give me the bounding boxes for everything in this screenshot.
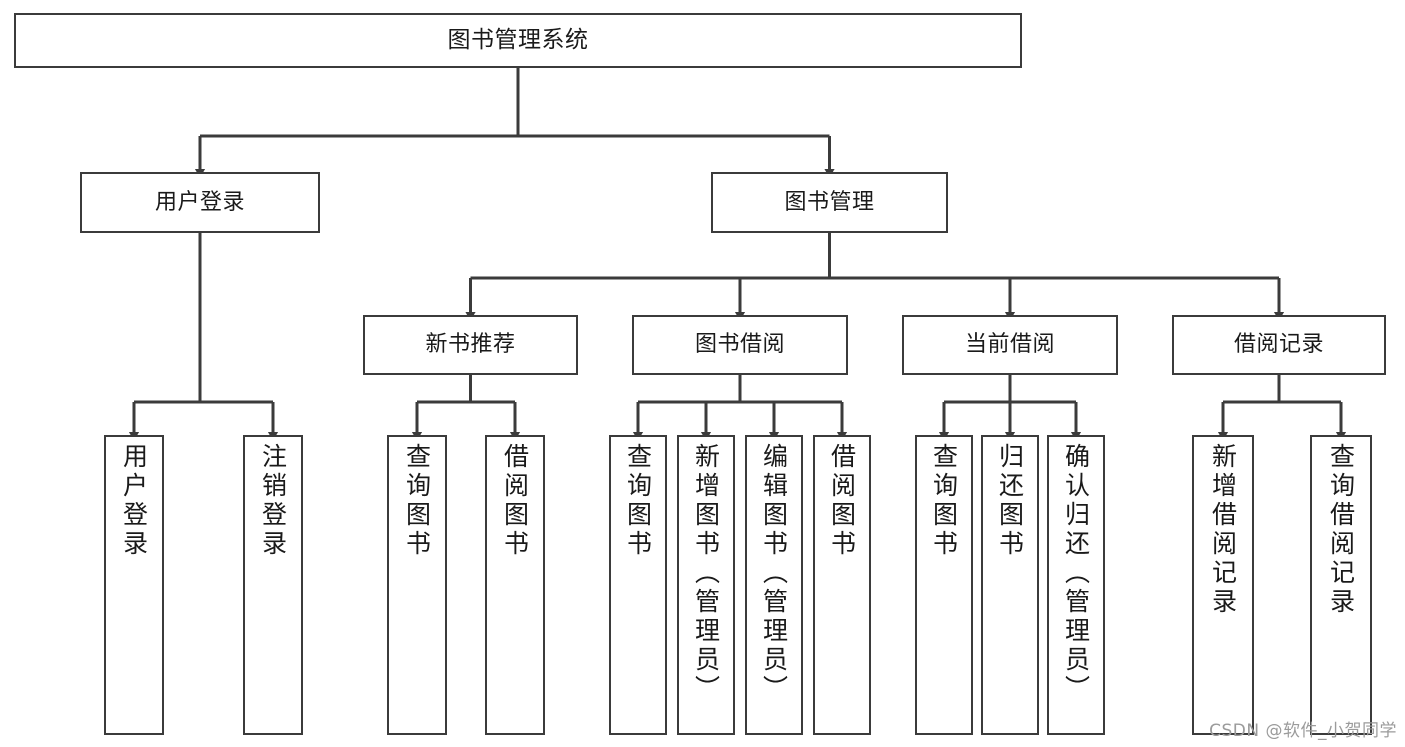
node-book-borrow[interactable]: 图书借阅	[632, 315, 848, 375]
node-label: 用户登录	[119, 443, 149, 559]
node-user-login[interactable]: 用户登录	[80, 172, 320, 233]
node-leaf-borrow-book-1[interactable]: 借阅图书	[485, 435, 545, 735]
node-leaf-query-record[interactable]: 查询借阅记录	[1310, 435, 1372, 735]
node-label: 查询图书	[929, 443, 959, 559]
node-current-borrow[interactable]: 当前借阅	[902, 315, 1118, 375]
node-label: 查询图书	[623, 443, 653, 559]
node-label: 借阅图书	[500, 443, 530, 559]
node-label: 图书管理	[784, 189, 875, 215]
node-label: 图书管理系统	[447, 26, 589, 53]
node-new-book-rec[interactable]: 新书推荐	[363, 315, 578, 375]
node-leaf-query-book-3[interactable]: 查询图书	[915, 435, 973, 735]
node-root[interactable]: 图书管理系统	[14, 13, 1022, 68]
node-label: 归还图书	[995, 443, 1025, 559]
node-label: 编辑图书（管理员）	[759, 443, 789, 704]
node-label: 借阅图书	[827, 443, 857, 559]
node-label: 图书借阅	[694, 332, 785, 358]
node-label: 用户登录	[154, 189, 245, 215]
node-leaf-edit-book[interactable]: 编辑图书（管理员）	[745, 435, 803, 735]
node-label: 查询图书	[402, 443, 432, 559]
node-leaf-logout[interactable]: 注销登录	[243, 435, 303, 735]
node-label: 注销登录	[258, 443, 288, 559]
node-borrow-record[interactable]: 借阅记录	[1172, 315, 1386, 375]
node-label: 确认归还（管理员）	[1061, 443, 1091, 704]
node-leaf-add-record[interactable]: 新增借阅记录	[1192, 435, 1254, 735]
node-label: 当前借阅	[964, 332, 1055, 358]
node-leaf-user-login[interactable]: 用户登录	[104, 435, 164, 735]
node-label: 新增借阅记录	[1208, 443, 1238, 617]
node-leaf-confirm-return[interactable]: 确认归还（管理员）	[1047, 435, 1105, 735]
node-label: 借阅记录	[1233, 332, 1324, 358]
node-label: 新书推荐	[425, 332, 516, 358]
node-leaf-add-book[interactable]: 新增图书（管理员）	[677, 435, 735, 735]
node-label: 查询借阅记录	[1326, 443, 1356, 617]
node-label: 新增图书（管理员）	[691, 443, 721, 704]
connector-group	[128, 68, 1347, 441]
node-book-manage[interactable]: 图书管理	[711, 172, 948, 233]
watermark-label: CSDN @软件_小贺同学	[1209, 721, 1397, 741]
node-leaf-borrow-book-2[interactable]: 借阅图书	[813, 435, 871, 735]
node-leaf-return-book[interactable]: 归还图书	[981, 435, 1039, 735]
node-leaf-query-book-1[interactable]: 查询图书	[387, 435, 447, 735]
node-leaf-query-book-2[interactable]: 查询图书	[609, 435, 667, 735]
